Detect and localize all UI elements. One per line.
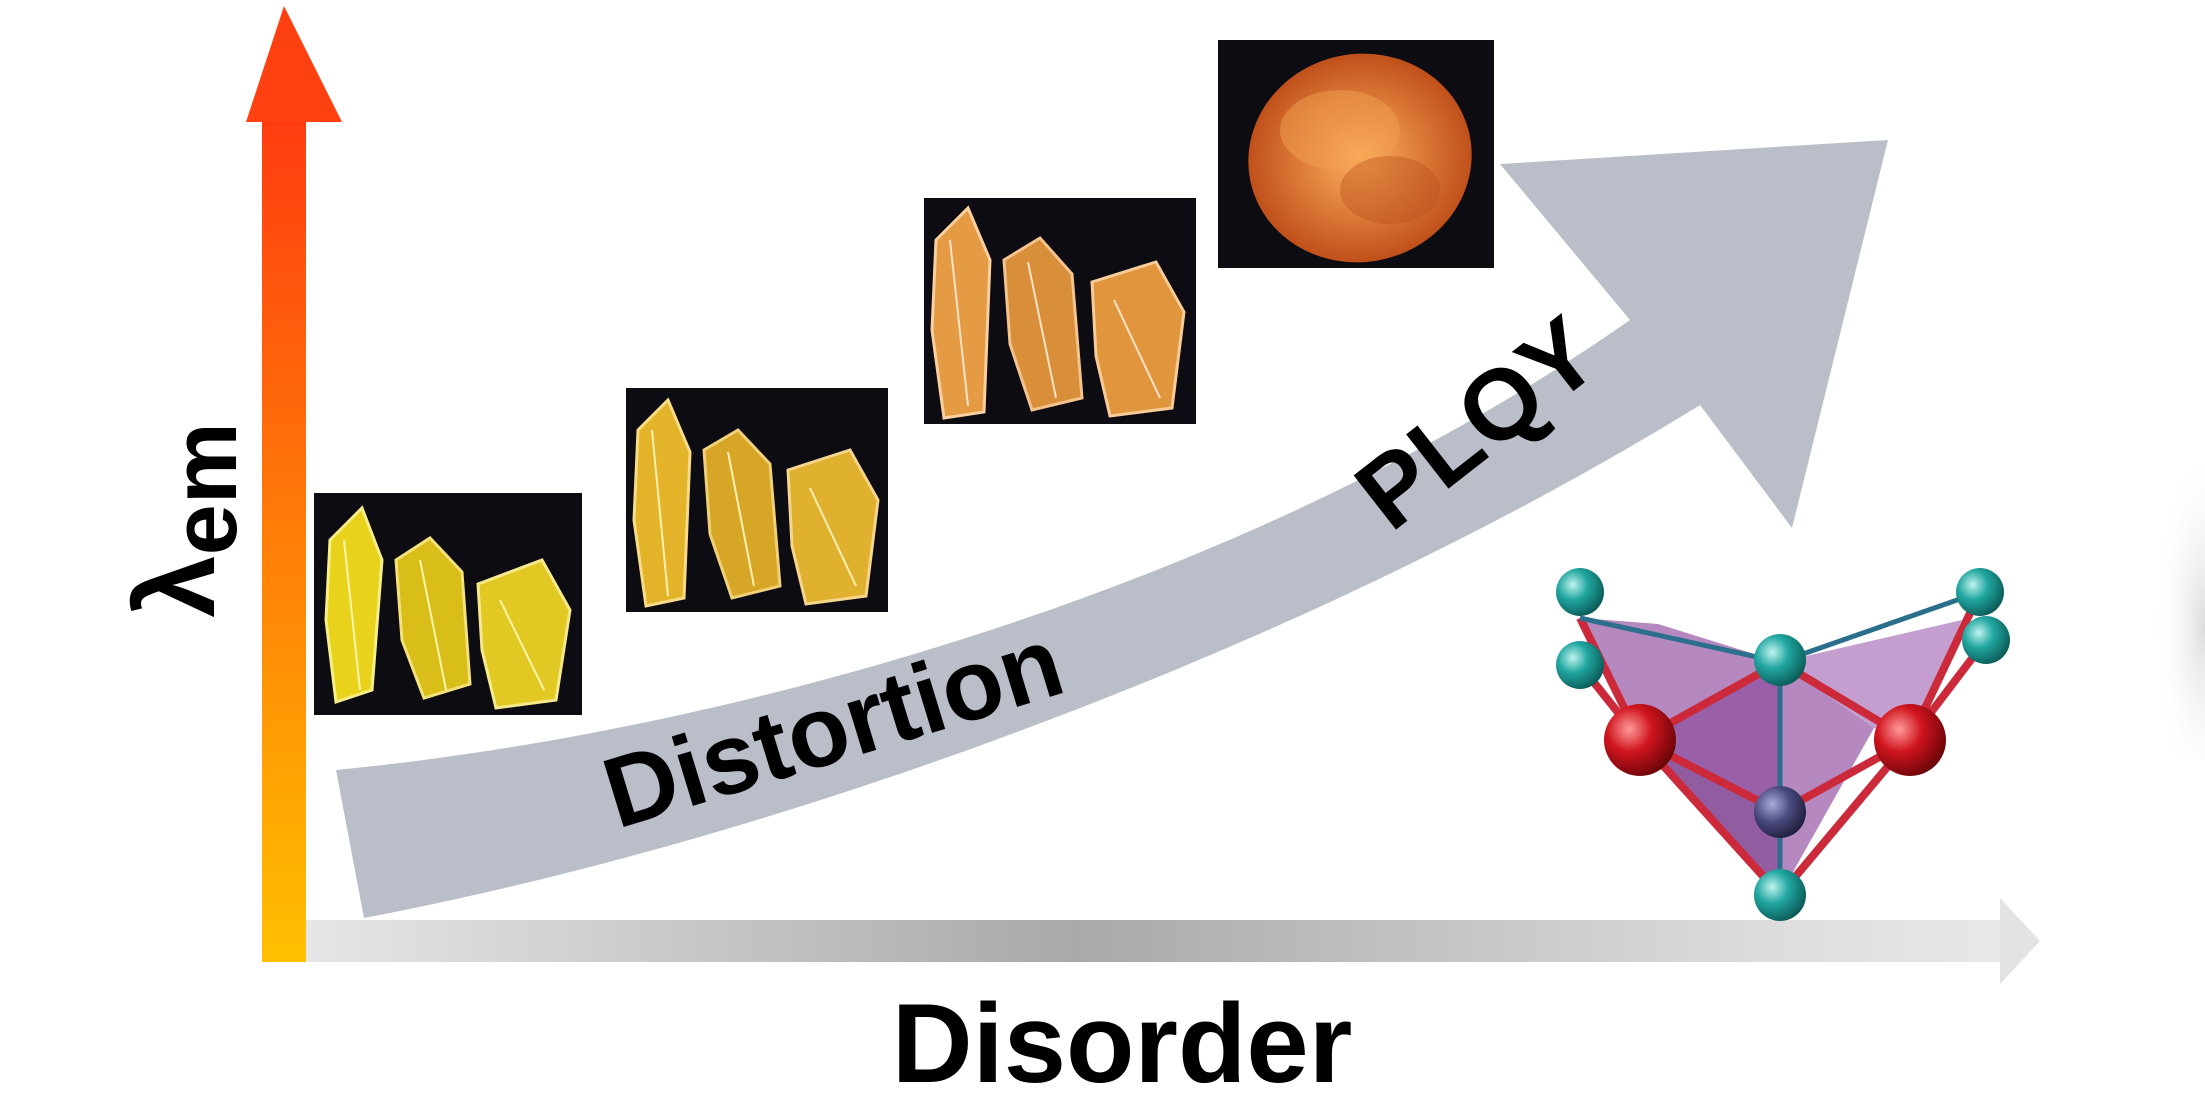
x-axis-label: Disorder [892, 981, 1353, 1106]
atom-cyan-bottom [1754, 869, 1806, 921]
trend-arrow [336, 140, 1888, 918]
crystal-photo-3 [924, 198, 1196, 424]
distortion-label: Distortion [591, 605, 1075, 850]
y-axis-arrow [246, 6, 342, 962]
atom-cyan-top-right [1956, 568, 2004, 616]
crystal-photo-2 [626, 388, 888, 612]
edge-shadow [2120, 460, 2205, 760]
atom-cyan-top-center [1754, 634, 1806, 686]
y-axis-label: λem [113, 422, 256, 617]
atom-cyan-top-left [1556, 568, 1604, 616]
crystal-structure [1556, 568, 2010, 921]
atom-red-right [1874, 704, 1946, 776]
atom-red-left [1604, 704, 1676, 776]
lambda-symbol: λ [113, 555, 238, 617]
crystal-photo-4 [1218, 40, 1494, 268]
em-subscript: em [154, 422, 256, 555]
atom-cyan-mid-right [1962, 616, 2010, 664]
x-axis-arrow [306, 898, 2040, 984]
atom-center [1754, 786, 1806, 838]
svg-text:λem: λem [113, 422, 256, 617]
crystal-photo-1 [314, 493, 582, 715]
atom-cyan-mid-left [1556, 641, 1604, 689]
